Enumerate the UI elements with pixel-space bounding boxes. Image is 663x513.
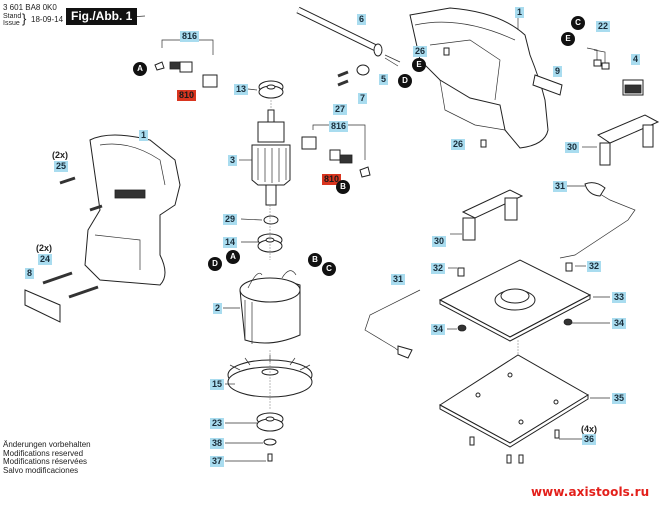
figure-label: Fig./Abb. 1: [66, 8, 138, 25]
callout-26-bottom[interactable]: 26: [451, 139, 466, 150]
issue-label: Issue: [3, 20, 20, 27]
leader-lines: [129, 15, 610, 462]
screws-left-drawing: [42, 176, 103, 299]
brush-set-upper-drawing: [154, 39, 218, 88]
modification-notes: Änderungen vorbehalten Modifications res…: [3, 440, 91, 475]
callout-2[interactable]: 2: [213, 303, 223, 314]
nameplate-left-drawing: [24, 289, 61, 323]
callout-30-right[interactable]: 30: [565, 142, 580, 153]
connector-d-upper: D: [398, 74, 412, 88]
callout-5[interactable]: 5: [379, 74, 389, 85]
callout-36[interactable]: 36: [582, 434, 597, 445]
qty-24: (2x): [36, 243, 53, 253]
callout-7[interactable]: 7: [358, 93, 368, 104]
connector-b-lower: B: [308, 253, 322, 267]
callout-31-right[interactable]: 31: [553, 181, 568, 192]
callout-32-right[interactable]: 32: [587, 261, 602, 272]
nameplate-right-drawing: [532, 74, 563, 96]
screw-left-drawing: [457, 267, 465, 277]
connector-e-upper: E: [412, 58, 426, 72]
armature-drawing: [251, 109, 291, 206]
sanding-pad-drawing: [439, 354, 589, 448]
connector-c-upper: C: [571, 16, 585, 30]
cable-clamp-drawing: [337, 64, 370, 87]
connector-a-lower: A: [226, 250, 240, 264]
callout-26-top[interactable]: 26: [413, 46, 428, 57]
note-es: Salvo modificaciones: [3, 465, 79, 475]
callout-810-upper[interactable]: 810: [177, 90, 197, 101]
callout-27[interactable]: 27: [333, 104, 348, 115]
connector-b-upper: B: [336, 180, 350, 194]
clamp-lever-left-drawing: [364, 289, 421, 353]
callout-34-right[interactable]: 34: [612, 318, 627, 329]
stand-label: Stand: [3, 13, 22, 20]
housing-left-drawing: [84, 134, 181, 286]
pad-bridge-right-drawing: [596, 114, 660, 166]
watermark-link[interactable]: www.axistools.ru: [531, 485, 650, 499]
sleeve-top-drawing: [443, 47, 450, 56]
eccentric-bearing-drawing: [256, 412, 284, 432]
callout-3[interactable]: 3: [228, 155, 238, 166]
issue-date: 18-09-14: [31, 15, 64, 24]
qty-36: (4x): [581, 424, 598, 434]
callout-33[interactable]: 33: [612, 292, 627, 303]
brush-set-lower-drawing: [301, 124, 371, 178]
upper-bearing-drawing: [258, 80, 284, 99]
callout-22[interactable]: 22: [596, 21, 611, 32]
callout-816-upper[interactable]: 816: [180, 31, 200, 42]
sleeve-bottom-drawing: [480, 139, 487, 148]
callout-810-lower[interactable]: 810: [322, 174, 342, 185]
fan-washer-drawing: [263, 438, 277, 446]
brace: }: [22, 11, 27, 26]
connector-c-lower: C: [322, 262, 336, 276]
washer-drawing: [263, 215, 279, 225]
callout-1-housing-left[interactable]: 1: [139, 130, 149, 141]
connector-d-lower: D: [208, 257, 222, 271]
nut-right-drawing: [563, 318, 573, 326]
clamp-lever-right-drawing: [559, 187, 636, 259]
lever-handle-left: [397, 345, 413, 359]
screw-right-drawing: [565, 262, 573, 272]
switch-drawing: [586, 47, 644, 96]
connector-e-lower: E: [561, 32, 575, 46]
connector-a-upper: A: [133, 62, 147, 76]
callout-15[interactable]: 15: [210, 379, 225, 390]
callout-31-left[interactable]: 31: [391, 274, 406, 285]
callout-25[interactable]: 25: [54, 161, 69, 172]
note-fr: Modifications réservées: [3, 457, 88, 466]
callout-1-housing-top[interactable]: 1: [515, 7, 525, 18]
callout-37[interactable]: 37: [210, 456, 225, 467]
callout-29[interactable]: 29: [223, 214, 238, 225]
fan-screw-drawing: [267, 453, 273, 462]
note-de: Änderungen vorbehalten: [3, 440, 91, 449]
nut-left-drawing: [457, 324, 467, 332]
callout-8[interactable]: 8: [25, 268, 35, 279]
callout-816-lower[interactable]: 816: [329, 121, 349, 132]
power-cable-drawing: [296, 6, 401, 67]
pad-bridge-left-drawing: [461, 189, 524, 241]
note-en: Modifications reserved: [3, 448, 84, 458]
base-plate-drawing: [438, 259, 592, 342]
field-stator-drawing: [239, 270, 301, 344]
lever-handle-right: [584, 182, 606, 197]
part-number: 3 601 BA8 0K0: [3, 3, 57, 12]
callout-4[interactable]: 4: [631, 54, 641, 65]
callout-13[interactable]: 13: [234, 84, 249, 95]
callout-32-left[interactable]: 32: [431, 263, 446, 274]
callout-38[interactable]: 38: [210, 438, 225, 449]
callout-6[interactable]: 6: [357, 14, 367, 25]
qty-25: (2x): [52, 150, 69, 160]
callout-34-left[interactable]: 34: [431, 324, 446, 335]
callout-35[interactable]: 35: [612, 393, 627, 404]
callout-24[interactable]: 24: [38, 254, 53, 265]
callout-14[interactable]: 14: [223, 237, 238, 248]
pad-screws-drawing: [469, 429, 560, 464]
housing-top-drawing: [409, 7, 549, 149]
callout-9[interactable]: 9: [553, 66, 563, 77]
callout-30-left[interactable]: 30: [432, 236, 447, 247]
callout-23[interactable]: 23: [210, 418, 225, 429]
